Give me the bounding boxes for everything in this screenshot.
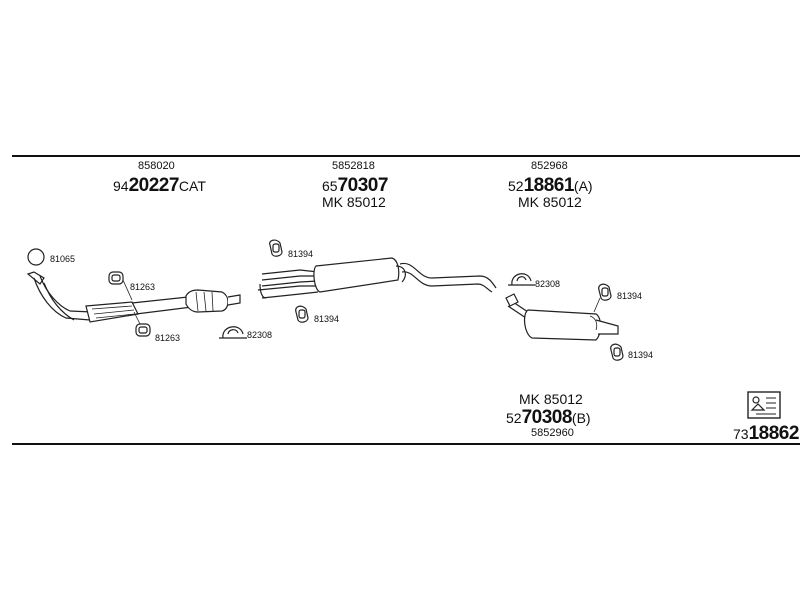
- group4-main: 70308: [521, 407, 573, 428]
- kit-main: 18862: [748, 423, 800, 444]
- group4-ref: 5852960: [531, 427, 574, 439]
- group1-prefix: 94: [113, 178, 129, 194]
- rubber-mount-icon: [295, 305, 309, 323]
- kit-number: 7318862: [733, 424, 799, 443]
- bottom-divider: [12, 443, 800, 445]
- group3-suffix: (A): [573, 178, 593, 194]
- group1-ref: 858020: [138, 160, 175, 172]
- group3-part-number: 5218861(A): [508, 176, 593, 195]
- group4-suffix: (B): [571, 410, 591, 426]
- rubber-mount-icon: [598, 283, 612, 301]
- rubber-mount-icon: [135, 323, 151, 337]
- rear-pipe: [505, 293, 529, 319]
- top-divider: [12, 155, 800, 157]
- catalytic-converter: [185, 289, 241, 313]
- group4-prefix: 52: [506, 410, 522, 426]
- group1-part-number: 9420227CAT: [113, 176, 206, 195]
- part-82308b-label: 82308: [535, 279, 561, 289]
- middle-pipe: [257, 269, 319, 299]
- kit-info-icon: [747, 391, 781, 419]
- part-81394a-label: 81394: [288, 249, 314, 259]
- ring-icon: [27, 248, 45, 266]
- clamp-icon: [219, 326, 247, 339]
- group2-prefix: 65: [322, 178, 338, 194]
- group4-mk: MK 85012: [519, 391, 583, 407]
- kit-prefix: 73: [733, 426, 749, 442]
- group4-part-number: 5270308(B): [506, 408, 591, 427]
- group3-prefix: 52: [508, 178, 524, 194]
- front-pipe: [26, 271, 193, 323]
- clamp-icon: [508, 273, 535, 286]
- rubber-mount-icon: [610, 343, 624, 361]
- middle-muffler: [313, 257, 497, 293]
- group2-main: 70307: [337, 175, 389, 196]
- part-81263a-label: 81263: [130, 282, 156, 292]
- group2-part-number: 6570307: [322, 176, 388, 195]
- part-81394c-label: 81394: [617, 291, 643, 301]
- rubber-mount-icon: [108, 271, 124, 285]
- part-81394d-label: 81394: [628, 350, 654, 360]
- part-81394b-label: 81394: [314, 314, 340, 324]
- group2-mk: MK 85012: [322, 194, 386, 210]
- rear-muffler: [523, 297, 619, 341]
- group3-mk: MK 85012: [518, 194, 582, 210]
- group1-suffix: CAT: [178, 178, 206, 194]
- part-81263b-label: 81263: [155, 333, 181, 343]
- group1-main: 20227: [128, 175, 180, 196]
- part-82308a-label: 82308: [247, 330, 273, 340]
- group2-ref: 5852818: [332, 160, 375, 172]
- part-81065-label: 81065: [50, 254, 76, 264]
- group3-main: 18861: [523, 175, 575, 196]
- rubber-mount-icon: [269, 239, 283, 257]
- group3-ref: 852968: [531, 160, 568, 172]
